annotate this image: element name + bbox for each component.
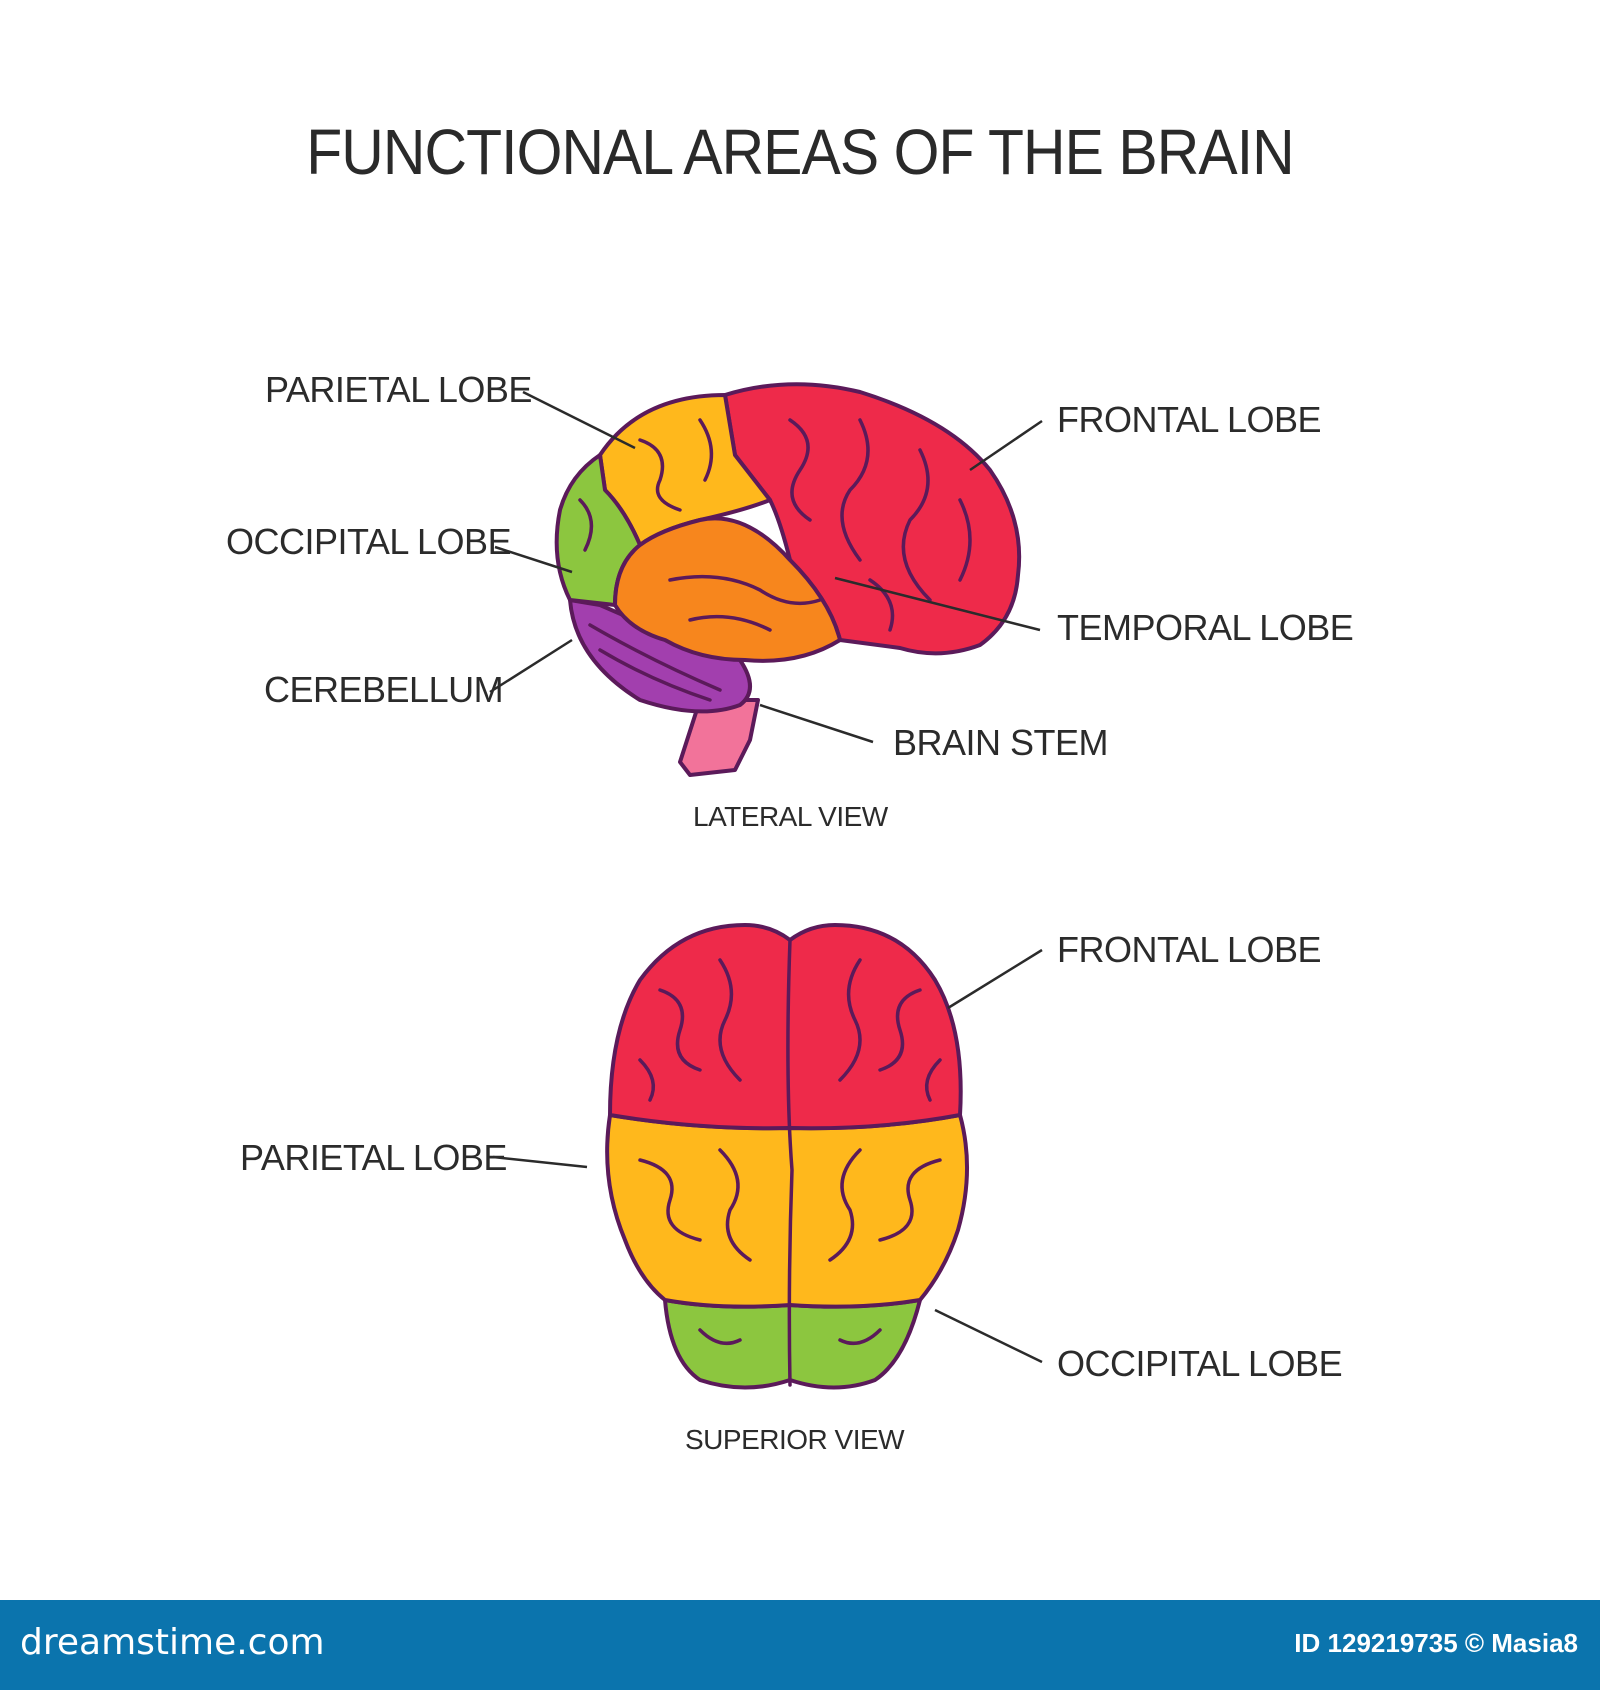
- superior-leader-lines: [492, 948, 1043, 1364]
- superior-occipital-label: OCCIPITAL LOBE: [1057, 1343, 1343, 1384]
- leader-lateral-cerebellum: [489, 638, 573, 694]
- leader-lateral-occipital: [494, 545, 573, 574]
- footer-image-id: ID 129219735 © Masia8: [1294, 1628, 1578, 1658]
- brain-illustration: [489, 382, 1043, 1390]
- lateral-frontal-label: FRONTAL LOBE: [1057, 399, 1322, 440]
- superior-occipital-region: [663, 1298, 922, 1390]
- lateral-brain: [554, 382, 1022, 777]
- lateral-occipital-label: OCCIPITAL LOBE: [226, 521, 512, 562]
- leader-lateral-brainstem: [759, 703, 874, 744]
- superior-brain: [605, 923, 970, 1390]
- lateral-temporal-label: TEMPORAL LOBE: [1057, 607, 1354, 648]
- page-title: FUNCTIONAL AREAS OF THE BRAIN: [306, 116, 1294, 188]
- lateral-brainstem-region: [678, 698, 760, 777]
- lateral-parietal-label: PARIETAL LOBE: [265, 369, 532, 410]
- leader-superior-occipital: [934, 1308, 1043, 1364]
- lateral-leader-lines: [489, 390, 1043, 744]
- superior-view-caption: SUPERIOR VIEW: [685, 1424, 905, 1455]
- footer-bar: dreamstime.com ID 129219735 © Masia8: [0, 1600, 1600, 1690]
- footer-logo[interactable]: dreamstime.com: [20, 1622, 325, 1663]
- leader-lateral-frontal: [969, 419, 1043, 472]
- leader-superior-parietal: [492, 1155, 588, 1169]
- lateral-temporal-region: [613, 516, 842, 663]
- lateral-occipital-region: [554, 453, 642, 607]
- superior-parietal-label: PARIETAL LOBE: [240, 1137, 507, 1178]
- leader-lateral-temporal: [834, 576, 1041, 632]
- lateral-cerebellum-label: CEREBELLUM: [264, 669, 504, 710]
- superior-frontal-label: FRONTAL LOBE: [1057, 929, 1322, 970]
- leader-lateral-parietal: [522, 390, 636, 450]
- leader-superior-frontal: [947, 948, 1043, 1010]
- lateral-view-caption: LATERAL VIEW: [693, 801, 888, 832]
- lateral-brainstem-label: BRAIN STEM: [893, 722, 1109, 763]
- superior-frontal-region: [608, 923, 963, 1131]
